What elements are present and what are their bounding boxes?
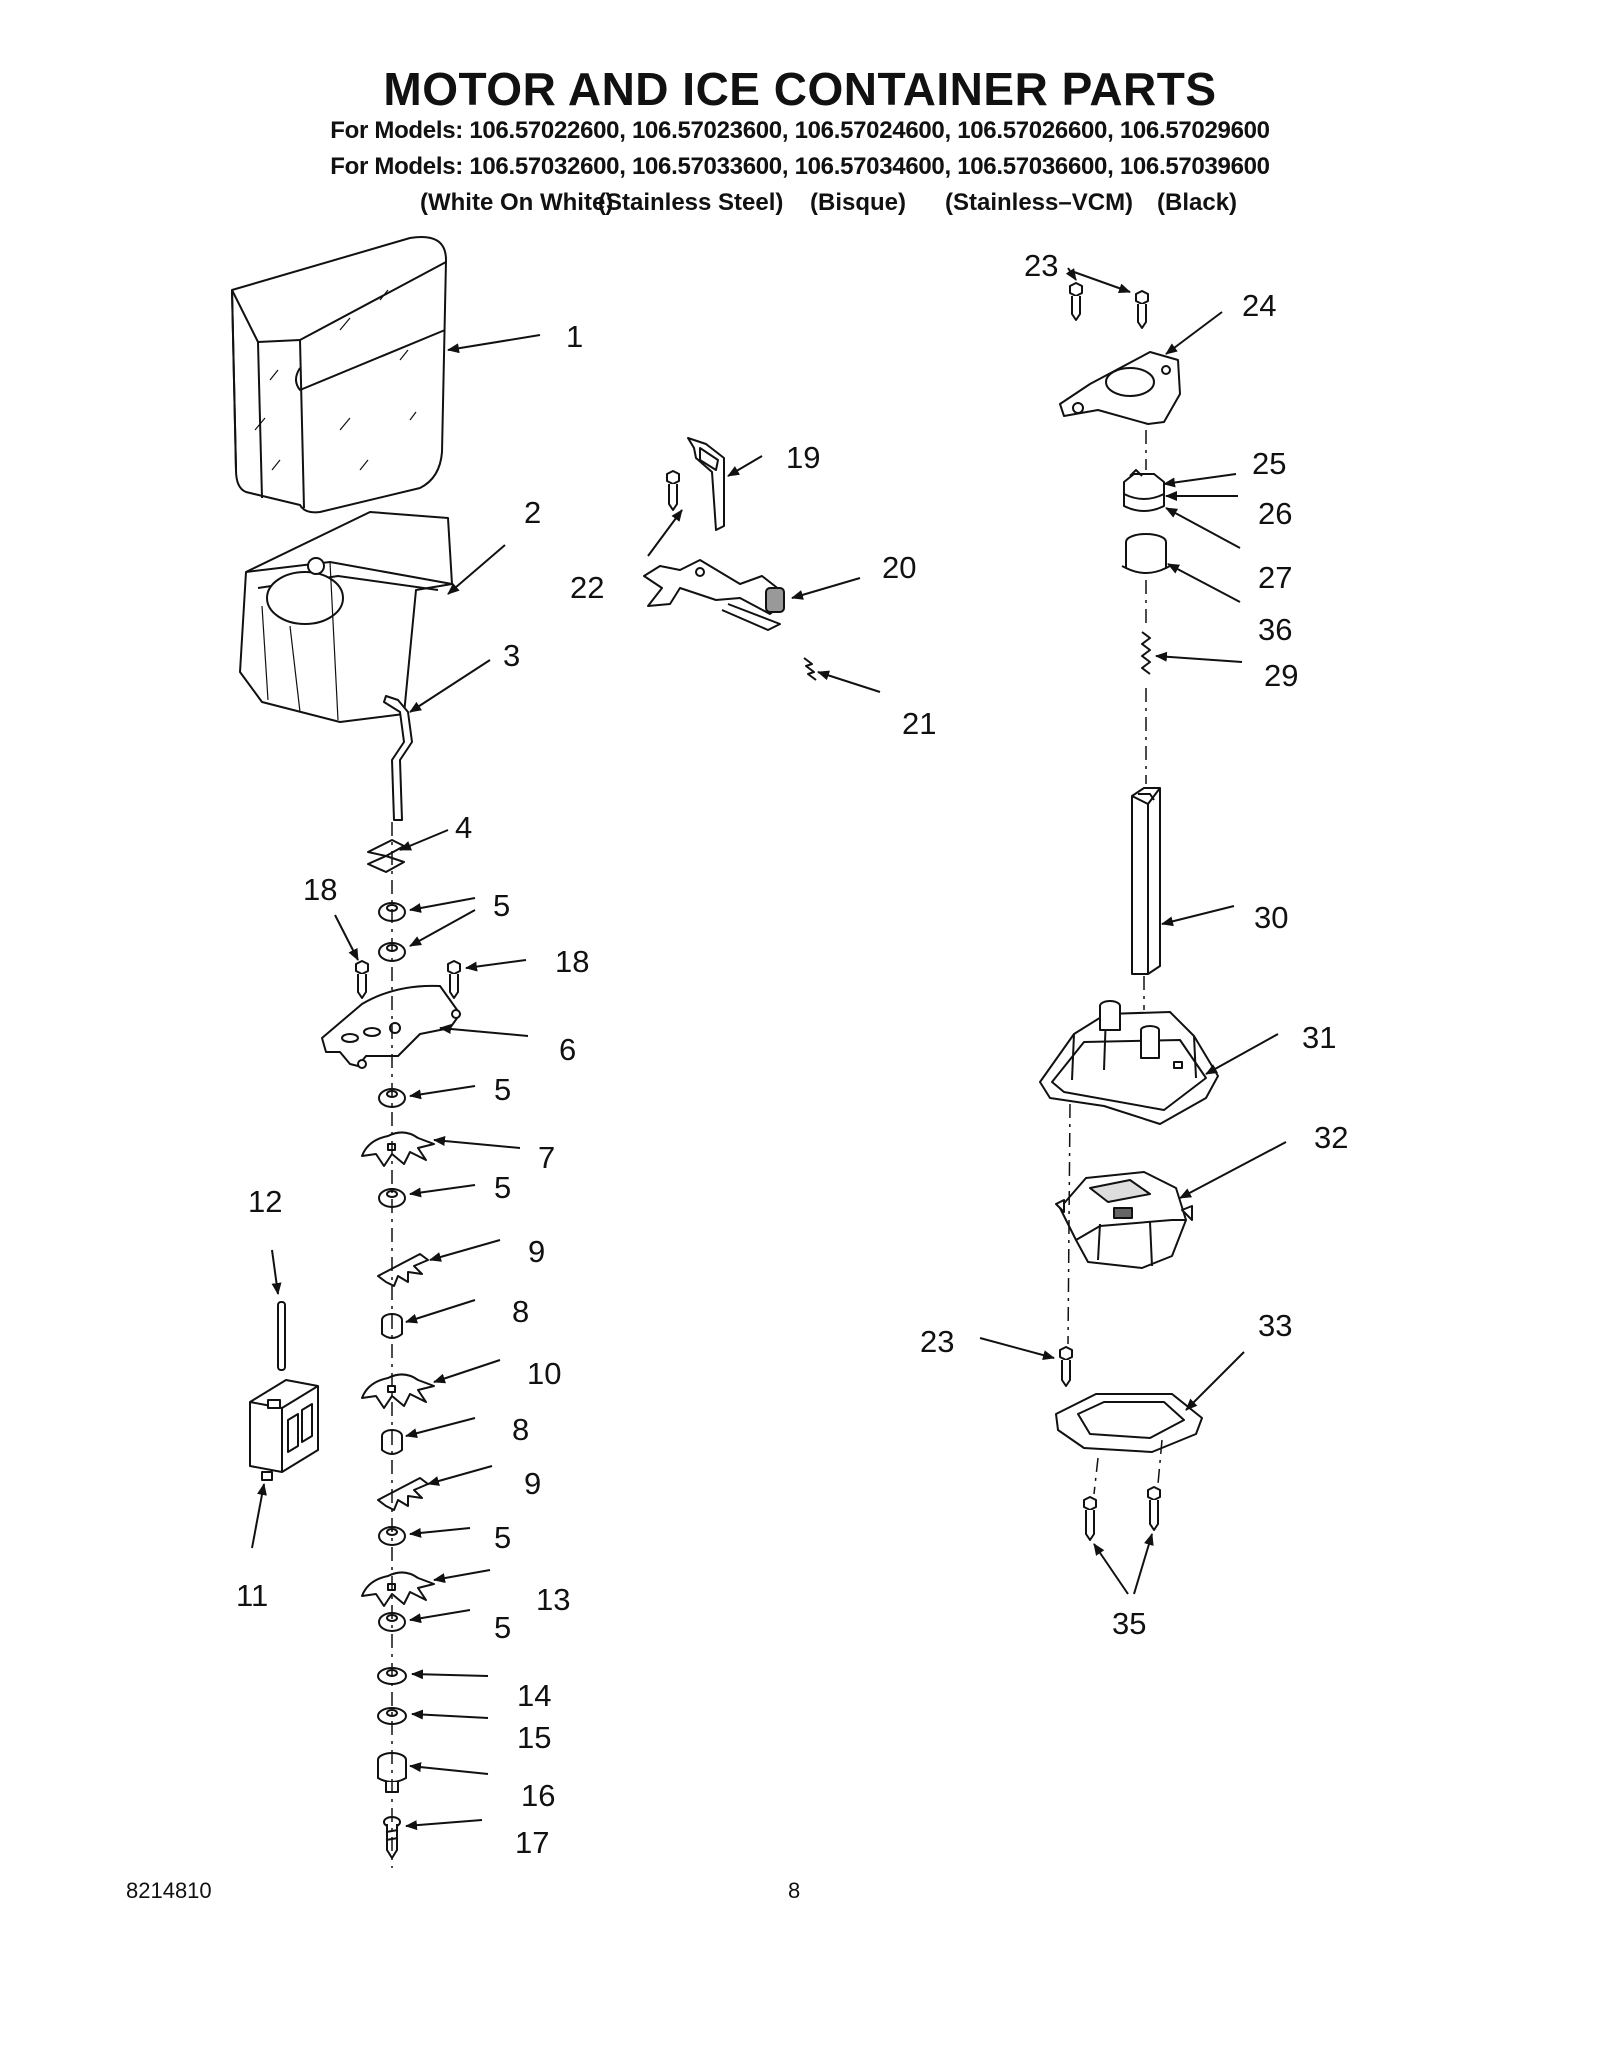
callout-31: 31 (1302, 1020, 1336, 1055)
ice-container-cover (231, 236, 447, 514)
callout-5c: 5 (494, 1170, 511, 1205)
motor-mount-block-11 (249, 1379, 319, 1481)
callout-20: 20 (882, 550, 916, 585)
finish-stainless: (Stainless Steel) (598, 189, 784, 216)
finish-bisque: (Bisque) (810, 189, 906, 216)
pin-12 (277, 1301, 286, 1371)
callout-32: 32 (1314, 1120, 1348, 1155)
bushing-36 (1121, 533, 1171, 574)
screw-23a (1069, 282, 1083, 321)
washer-5d (378, 1188, 406, 1208)
callout-29: 29 (1264, 658, 1298, 693)
document-number: 8214810 (126, 1878, 212, 1903)
screw-23c (1059, 1346, 1073, 1387)
callout-11: 11 (236, 1578, 268, 1613)
page-number: 8 (788, 1878, 801, 1903)
callout-30: 30 (1254, 900, 1288, 935)
mounting-plate-24 (1059, 351, 1181, 425)
callout-13: 13 (536, 1582, 570, 1617)
callout-3: 3 (503, 638, 520, 673)
callout-25: 25 (1252, 446, 1286, 481)
callout-2: 2 (524, 495, 541, 530)
finish-black: (Black) (1157, 189, 1238, 216)
ice-blade-13 (361, 1571, 435, 1607)
callout-26: 26 (1258, 496, 1292, 531)
screw-22 (666, 470, 680, 511)
callout-17: 17 (515, 1825, 549, 1860)
finish-list: (White On White) (Stainless Steel) (Bisq… (420, 189, 1260, 219)
finish-stainless-vcm: (Stainless–VCM) (945, 189, 1134, 216)
callout-10: 10 (527, 1356, 561, 1391)
callout-16: 16 (521, 1778, 555, 1813)
callout-1: 1 (566, 319, 583, 354)
stationary-blade-9a (377, 1253, 429, 1287)
retainer-clip (367, 839, 405, 873)
callout-27: 27 (1258, 560, 1292, 595)
spring-21 (803, 657, 817, 681)
callout-36: 36 (1258, 612, 1292, 647)
callout-6: 6 (559, 1032, 576, 1067)
callout-9a: 9 (528, 1234, 545, 1269)
ice-blade-7 (361, 1131, 435, 1167)
ice-bin (239, 511, 453, 723)
callout-12: 12 (248, 1184, 282, 1219)
models-line-1: For Models: 106.57022600, 106.57023600, … (330, 117, 1270, 144)
callout-5d: 5 (494, 1520, 511, 1555)
callout-18a: 18 (303, 872, 337, 907)
screw-35b (1147, 1486, 1161, 1531)
gasket-33 (1055, 1393, 1203, 1453)
switch-bracket-19 (687, 437, 725, 531)
spring-29 (1141, 631, 1151, 675)
coupler-25-26-27 (1123, 469, 1165, 512)
motor-cover-31 (1039, 1000, 1219, 1125)
callout-22: 22 (570, 570, 604, 605)
finish-white: (White On White) (420, 189, 614, 216)
callout-7: 7 (538, 1140, 555, 1175)
screw-18a (355, 960, 369, 999)
callout-19: 19 (786, 440, 820, 475)
callout-4: 4 (455, 810, 472, 845)
page-title: MOTOR AND ICE CONTAINER PARTS (383, 63, 1217, 115)
callout-5e: 5 (494, 1610, 511, 1645)
actuator-20 (643, 559, 785, 631)
screw-35a (1083, 1496, 1097, 1541)
drive-shaft-30 (1131, 787, 1161, 975)
washer-15 (377, 1707, 407, 1725)
callout-24: 24 (1242, 288, 1276, 323)
auger-rod (383, 695, 413, 821)
callout-23b: 23 (920, 1324, 954, 1359)
screw-18b (447, 960, 461, 999)
callout-15: 15 (517, 1720, 551, 1755)
callout-33: 33 (1258, 1308, 1292, 1343)
callout-21: 21 (902, 706, 936, 741)
callout-8b: 8 (512, 1412, 529, 1447)
callout-14: 14 (517, 1678, 551, 1713)
motor-32 (1055, 1171, 1193, 1269)
models-line-2: For Models: 106.57032600, 106.57033600, … (330, 153, 1270, 180)
callout-9b: 9 (524, 1466, 541, 1501)
callout-8a: 8 (512, 1294, 529, 1329)
callout-18b: 18 (555, 944, 589, 979)
callout-35: 35 (1112, 1606, 1146, 1641)
ice-blade-10 (361, 1373, 435, 1409)
callout-5b: 5 (494, 1072, 511, 1107)
callout-5a: 5 (493, 888, 510, 923)
bearing-plate (321, 984, 461, 1069)
screw-23b (1135, 290, 1149, 329)
stationary-blade-9b (377, 1477, 429, 1511)
callout-23a: 23 (1024, 248, 1058, 283)
